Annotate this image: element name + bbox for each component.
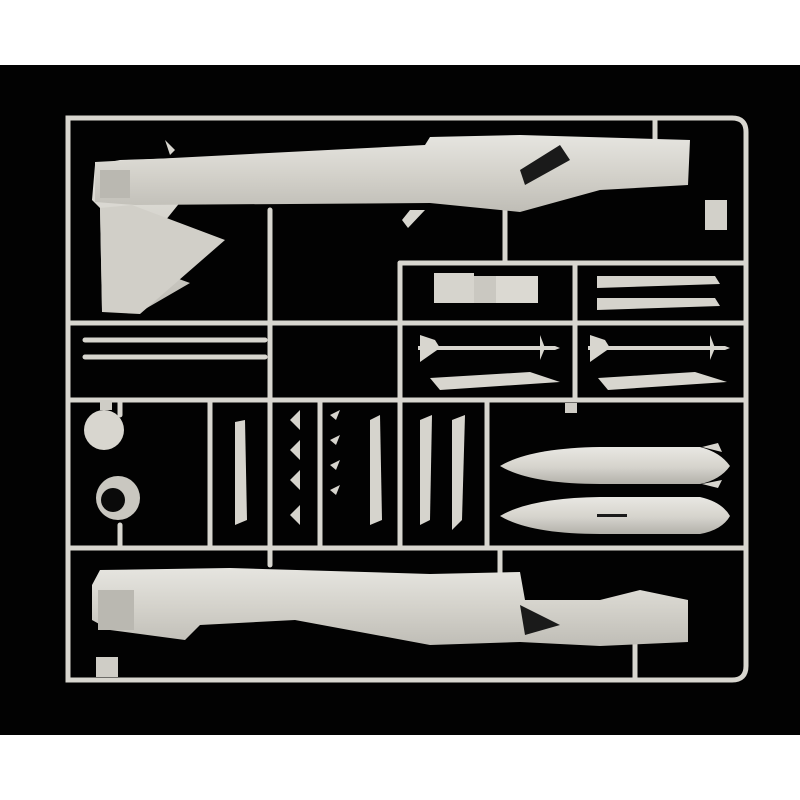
sprue-frame: [65, 115, 749, 683]
fuselage-upper-half: [92, 135, 727, 314]
missiles: [418, 335, 730, 390]
sprue-tags: [96, 400, 577, 677]
avionics-box: [434, 273, 538, 303]
rods: [82, 337, 268, 360]
drop-tanks: [500, 443, 730, 534]
pylon-rails: [597, 276, 720, 310]
exhaust-parts: [84, 410, 140, 520]
small-parts: [235, 410, 465, 530]
fuselage-lower-half: [92, 568, 688, 646]
